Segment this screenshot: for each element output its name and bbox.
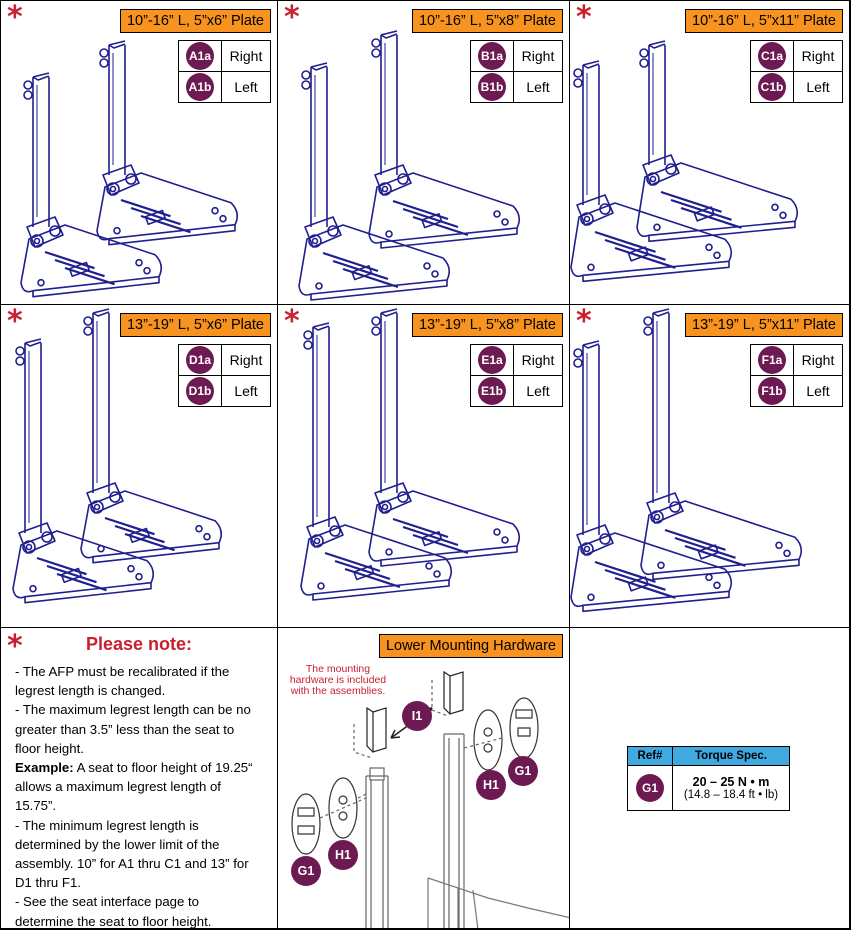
note-text: - The AFP must be recalibrated if the le…	[15, 662, 255, 929]
footrest-drawing	[20, 40, 239, 298]
ref-badge: B1a	[478, 42, 506, 70]
note-asterisk: *	[7, 304, 23, 339]
note-line: - See the seat interface page to determi…	[15, 894, 212, 929]
side-label: Right	[221, 40, 271, 72]
ref-badge: F1b	[758, 377, 786, 405]
label-h1: H1	[476, 770, 506, 800]
footrest-drawing	[570, 308, 803, 613]
torque-value-imperial: (14.8 – 18.4 ft • lb)	[683, 789, 779, 801]
side-label: Right	[513, 40, 563, 72]
panel-title: 10”-16” L, 5”x6” Plate	[119, 9, 271, 33]
note-line: - The AFP must be recalibrated if the le…	[15, 664, 230, 699]
torque-table: Ref# Torque Spec. G1 20 – 25 N • m (14.8…	[627, 746, 790, 811]
note-asterisk: *	[7, 629, 23, 664]
note-line: Example: A seat to floor height of 19.25…	[15, 760, 253, 814]
ref-badge: A1b	[186, 73, 214, 101]
note-line: - The maximum legrest length can be no g…	[15, 702, 251, 756]
ref-badge: E1a	[478, 346, 506, 374]
panel-title: 13”-19” L, 5”x11” Plate	[685, 313, 843, 337]
ref-badge: F1a	[758, 346, 786, 374]
footrest-drawing	[12, 308, 223, 604]
footrest-drawing	[300, 308, 521, 601]
panel-title: 10”-16” L, 5”x11” Plate	[685, 9, 843, 33]
side-label: Left	[793, 71, 843, 103]
footrest-drawing	[570, 40, 799, 283]
note-asterisk: *	[7, 0, 23, 35]
side-label: Right	[793, 40, 843, 72]
torque-col-ref: Ref#	[627, 746, 673, 766]
ref-badge: C1a	[758, 42, 786, 70]
ref-badge: C1b	[758, 73, 786, 101]
side-label: Right	[793, 344, 843, 376]
note-title: Please note:	[86, 634, 193, 654]
torque-col-spec: Torque Spec.	[672, 746, 790, 766]
torque-panel: Ref# Torque Spec. G1 20 – 25 N • m (14.8…	[569, 627, 850, 929]
side-label: Left	[221, 375, 271, 407]
note-asterisk: *	[576, 304, 592, 339]
hardware-drawing	[291, 670, 569, 928]
ref-badge: D1a	[186, 346, 214, 374]
ref-badge: D1b	[186, 377, 214, 405]
label-g1: G1	[291, 856, 321, 886]
note-asterisk: *	[284, 0, 300, 35]
note-panel: * Please note: - The AFP must be recalib…	[0, 627, 278, 929]
ref-badge: A1a	[186, 42, 214, 70]
side-label: Left	[793, 375, 843, 407]
note-line: - The minimum legrest length is determin…	[15, 817, 249, 891]
label-h1: H1	[328, 840, 358, 870]
label-g1: G1	[508, 756, 538, 786]
side-label: Left	[513, 375, 563, 407]
hardware-panel: Lower Mounting Hardware The mounting har…	[277, 627, 570, 929]
torque-value-metric: 20 – 25 N • m	[692, 775, 770, 789]
label-i1: I1	[402, 701, 432, 731]
side-label: Left	[221, 71, 271, 103]
panel-title: 13”-19” L, 5”x6” Plate	[119, 313, 271, 337]
note-asterisk: *	[284, 304, 300, 339]
panel-title: 13”-19” L, 5”x8” Plate	[411, 313, 563, 337]
side-label: Left	[513, 71, 563, 103]
panel-title: Lower Mounting Hardware	[378, 634, 563, 658]
side-label: Right	[221, 344, 271, 376]
footrest-drawing	[298, 30, 521, 301]
note-asterisk: *	[576, 0, 592, 35]
ref-badge: G1	[636, 774, 664, 802]
ref-badge: E1b	[478, 377, 506, 405]
side-label: Right	[513, 344, 563, 376]
hardware-caption: The mounting hardware is included with t…	[289, 663, 387, 697]
ref-badge: B1b	[478, 73, 506, 101]
panel-title: 10”-16” L, 5”x8” Plate	[411, 9, 563, 33]
